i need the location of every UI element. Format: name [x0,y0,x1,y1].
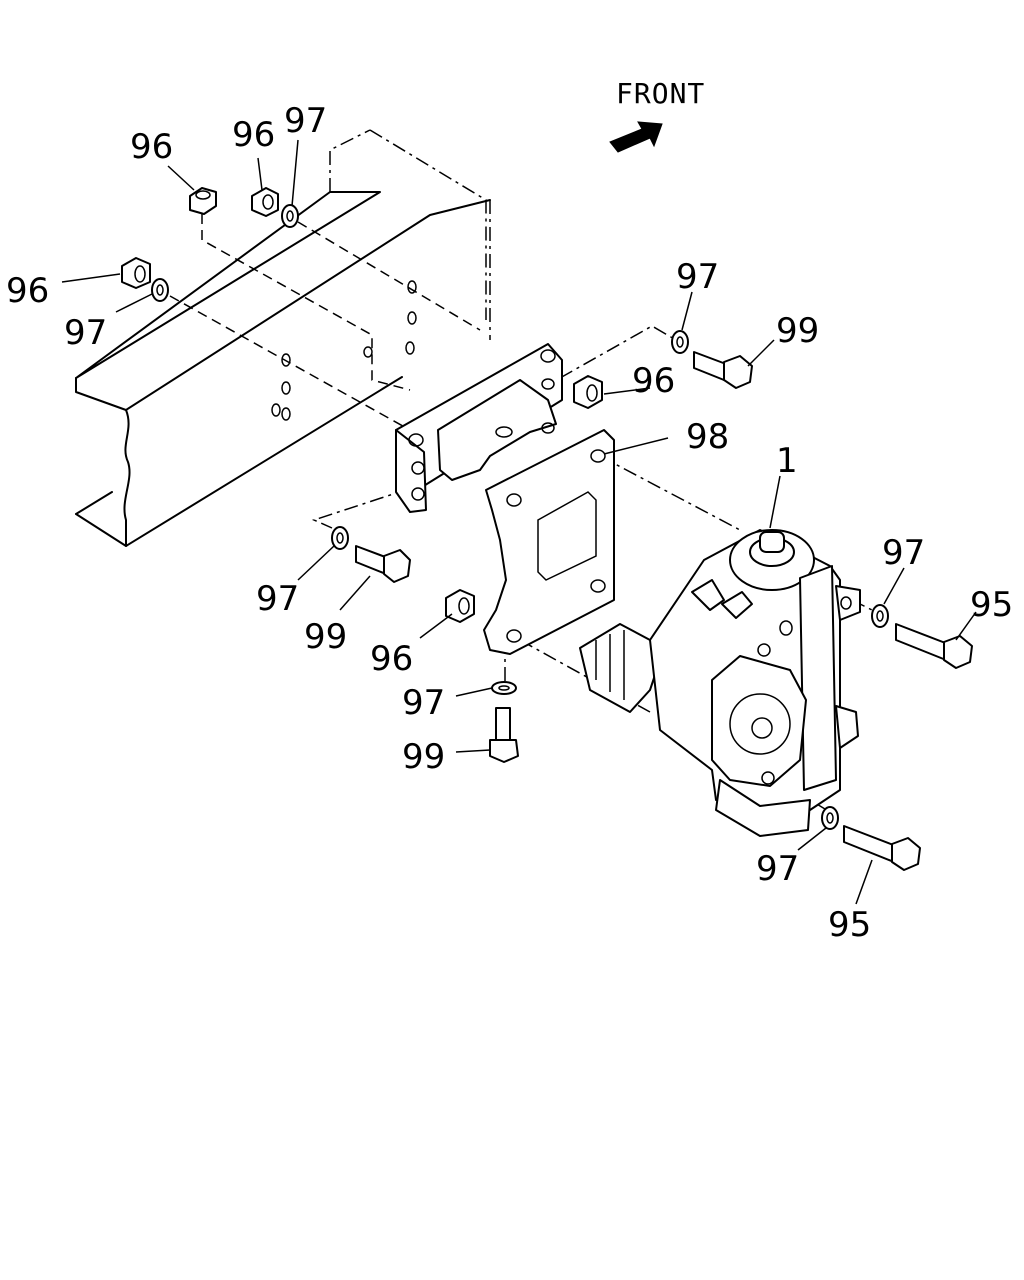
callout-washer-top: 97 [284,101,327,141]
front-arrow-icon [609,121,663,153]
washer-icon [331,526,349,550]
callout-washer-bottom: 97 [402,683,445,723]
callout-bolt-right: 95 [970,585,1013,625]
callout-washer-right-top: 97 [676,257,719,297]
callout-nut-top-mid: 96 [232,115,275,155]
washer-icon [871,604,889,628]
bolt-icon [895,623,973,669]
washer-icon [671,330,689,354]
bolt-icon [489,707,519,763]
mounting-bracket [395,343,615,655]
callout-bolt-right-top: 99 [776,311,819,351]
callout-bolt-lower-left: 99 [304,617,347,657]
nut-icon [121,257,151,289]
nut-icon [189,187,217,215]
washer-icon [491,681,517,695]
bolt-parts [355,351,973,871]
bolt-icon [693,351,753,389]
callout-nut-right: 96 [632,361,675,401]
leader-lines [61,139,977,905]
nut-icon [573,375,603,409]
bolt-icon [843,825,921,871]
callout-bolt-bottom: 99 [402,737,445,777]
washer-icon [821,806,839,830]
steering-gearbox [579,529,861,837]
frame-rail [75,129,491,547]
callouts: 96 96 97 96 97 97 99 96 98 1 97 95 97 99… [6,101,1013,945]
callout-gearbox: 1 [776,441,798,481]
callout-nut-lower: 96 [370,639,413,679]
callout-nut-left: 96 [6,271,49,311]
callout-washer-bottom-right: 97 [756,849,799,889]
callout-washer-left: 97 [64,313,107,353]
front-indicator: FRONT [609,77,705,153]
bolt-icon [355,545,411,583]
washer-parts [151,204,889,830]
washer-icon [151,278,169,302]
callout-bracket: 98 [686,417,729,457]
nut-icon [251,187,279,217]
callout-nut-top-left: 96 [130,127,173,167]
washer-icon [281,204,299,228]
nut-parts [121,187,603,623]
front-label: FRONT [616,77,705,110]
callout-washer-right: 97 [882,533,925,573]
callout-bolt-bottom-right: 95 [828,905,871,945]
nut-icon [445,589,475,623]
callout-washer-lower-left: 97 [256,579,299,619]
